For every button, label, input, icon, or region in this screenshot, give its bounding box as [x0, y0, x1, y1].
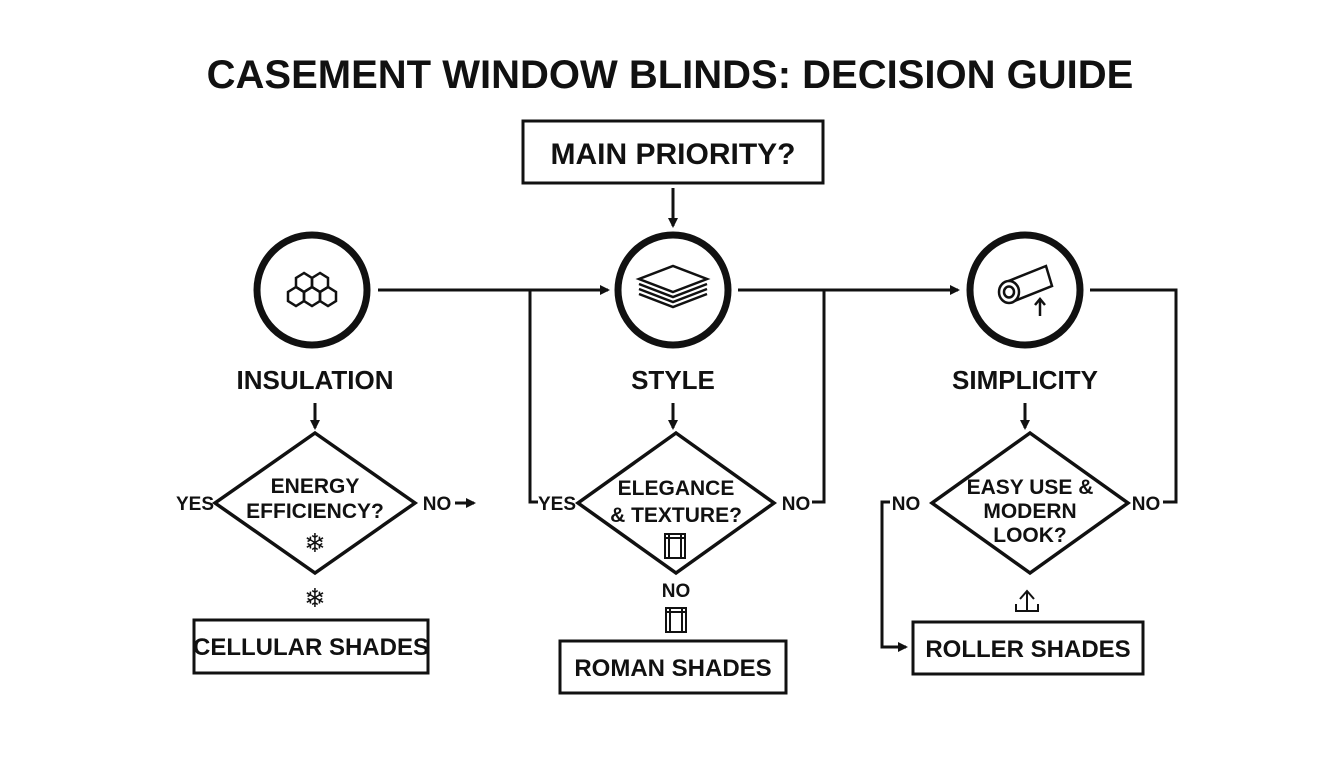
edge-label-style-yes: YES — [538, 494, 576, 515]
style-node — [614, 231, 732, 349]
insulation-node — [253, 231, 371, 349]
result-roman-shades: ROMAN SHADES — [558, 639, 788, 695]
edge-label-insulation-yes: YES — [176, 494, 214, 515]
upload-icon — [1015, 589, 1039, 612]
priority-label-simplicity: SIMPLICITY — [952, 365, 1098, 395]
result-roman-label: ROMAN SHADES — [574, 655, 771, 682]
edge-label-style-no-below: NO — [662, 581, 691, 602]
main-priority-box: MAIN PRIORITY? — [521, 119, 825, 185]
arrow-simplicity-no-to-roller — [880, 500, 908, 652]
connector-style-no-right — [812, 290, 826, 504]
connector-style-yes — [528, 290, 538, 504]
result-roller-shades: ROLLER SHADES — [911, 620, 1145, 676]
question-energy-line1: ENERGY — [271, 475, 360, 498]
simplicity-node — [966, 231, 1084, 349]
window-icon — [664, 533, 686, 559]
question-energy-line2: EFFICIENCY? — [246, 500, 384, 523]
question-easy-line3: LOOK? — [993, 524, 1067, 547]
honeycomb-icon — [286, 271, 338, 308]
question-easy-line1: EASY USE & — [967, 476, 1094, 499]
main-priority-label: MAIN PRIORITY? — [551, 138, 796, 171]
roller-icon — [997, 264, 1054, 316]
edge-label-style-no-right: NO — [782, 494, 811, 515]
layers-icon — [635, 264, 711, 309]
question-elegance-line2: & TEXTURE? — [610, 504, 742, 527]
result-roller-label: ROLLER SHADES — [925, 636, 1130, 663]
question-energy-efficiency: ENERGY EFFICIENCY? ❄ — [211, 430, 419, 576]
priority-label-insulation: INSULATION — [237, 365, 394, 395]
result-cellular-shades: CELLULAR SHADES — [192, 618, 430, 675]
question-elegance-line1: ELEGANCE — [618, 477, 735, 500]
priority-label-style: STYLE — [631, 365, 715, 395]
result-cellular-label: CELLULAR SHADES — [193, 634, 429, 661]
question-elegance-texture: ELEGANCE & TEXTURE? — [574, 430, 778, 576]
question-easy-use: EASY USE & MODERN LOOK? — [928, 430, 1132, 576]
edge-label-simplicity-no-left: NO — [892, 494, 921, 515]
snowflake-icon: ❄ — [304, 528, 326, 558]
connector-simplicity-no-right — [1090, 288, 1178, 504]
edge-label-insulation-no: NO — [423, 494, 452, 515]
page-title: CASEMENT WINDOW BLINDS: DECISION GUIDE — [207, 53, 1134, 97]
edge-label-simplicity-no-right: NO — [1132, 494, 1161, 515]
window-icon-lower — [665, 607, 687, 633]
snowflake-icon-lower: ❄ — [304, 583, 326, 613]
question-easy-line2: MODERN — [983, 500, 1076, 523]
